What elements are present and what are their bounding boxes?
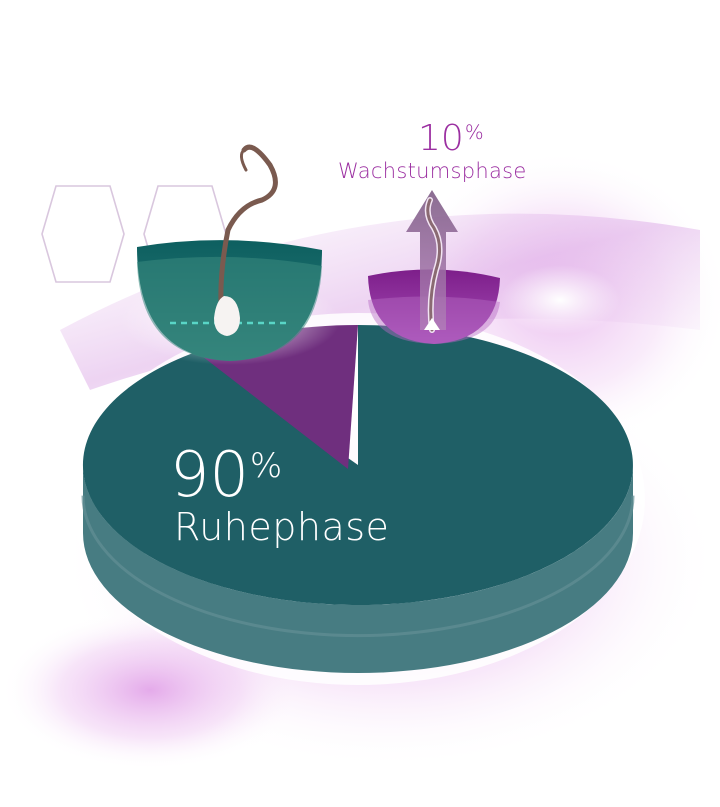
pie-slice-ruhephase [82,325,633,605]
wachstumsphase-name-label: Wachstumsphase [338,159,527,183]
growth-arrow-icon [406,190,458,330]
ruhephase-name-label: Ruhephase [174,505,390,549]
ruhephase-value-label: 90% [170,438,283,511]
pie-layer [71,313,645,685]
pie-side-wall [83,465,633,673]
growing-hair-follicle-icon [368,190,500,344]
pie-side-line [81,495,635,638]
resting-hair-follicle-icon [120,144,340,365]
wachstumsphase-value-label: 10% [418,118,484,159]
